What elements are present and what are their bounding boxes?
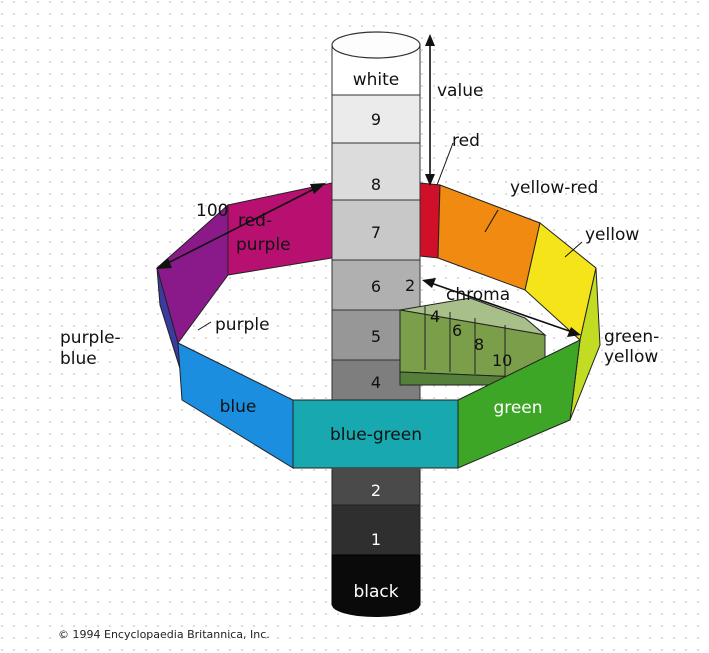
yellow-label: yellow bbox=[585, 225, 639, 245]
yellow-red-label: yellow-red bbox=[510, 178, 598, 198]
chroma-step-numbers: 2 4 6 8 10 bbox=[405, 276, 512, 370]
white-label: white bbox=[353, 70, 400, 90]
value-step-9: 9 bbox=[371, 110, 381, 129]
hue-ring-front bbox=[156, 222, 601, 470]
hue-steps-arrow bbox=[161, 185, 321, 267]
chroma-label: chroma bbox=[446, 285, 510, 305]
purple-blue-label-line2: blue bbox=[60, 349, 97, 369]
red-label: red bbox=[452, 131, 480, 151]
arrows bbox=[156, 34, 583, 337]
green-yellow-label-line1: green- bbox=[604, 327, 659, 347]
green-label: green bbox=[493, 398, 542, 418]
red-purple-label-line1: red- bbox=[238, 211, 272, 231]
value-step-4: 4 bbox=[371, 373, 381, 392]
labels: white value red yellow-red yellow green-… bbox=[60, 70, 659, 602]
purple-label: purple bbox=[215, 315, 270, 335]
chroma-arrow bbox=[427, 281, 576, 334]
value-label: value bbox=[437, 81, 483, 101]
value-step-5: 5 bbox=[371, 327, 381, 346]
chroma-step-6: 6 bbox=[452, 321, 462, 340]
value-step-6: 6 bbox=[371, 277, 381, 296]
blue-label: blue bbox=[220, 397, 257, 417]
chroma-step-4: 4 bbox=[430, 307, 440, 326]
blue-green-segment bbox=[292, 399, 459, 469]
value-step-2: 2 bbox=[371, 481, 381, 500]
hue-steps-label: 100 bbox=[196, 201, 228, 221]
red-segment bbox=[419, 182, 441, 259]
black-label: black bbox=[353, 582, 398, 602]
blue-green-label: blue-green bbox=[330, 425, 422, 445]
green-yellow-label-line2: yellow bbox=[604, 347, 658, 367]
red-purple-label-line2: purple bbox=[236, 235, 291, 255]
copyright-notice: © 1994 Encyclopaedia Britannica, Inc. bbox=[58, 628, 270, 641]
chroma-step-8: 8 bbox=[474, 335, 484, 354]
value-step-numbers: 9 8 7 6 5 4 2 1 bbox=[371, 110, 381, 549]
column-top-cap bbox=[331, 31, 421, 59]
value-step-8: 8 bbox=[371, 175, 381, 194]
column-bottom-cap bbox=[332, 593, 420, 617]
purple-blue-label-line1: purple- bbox=[60, 328, 121, 348]
chroma-step-2: 2 bbox=[405, 276, 415, 295]
chroma-step-10: 10 bbox=[492, 351, 512, 370]
value-step-7: 7 bbox=[371, 223, 381, 242]
value-step-1: 1 bbox=[371, 530, 381, 549]
